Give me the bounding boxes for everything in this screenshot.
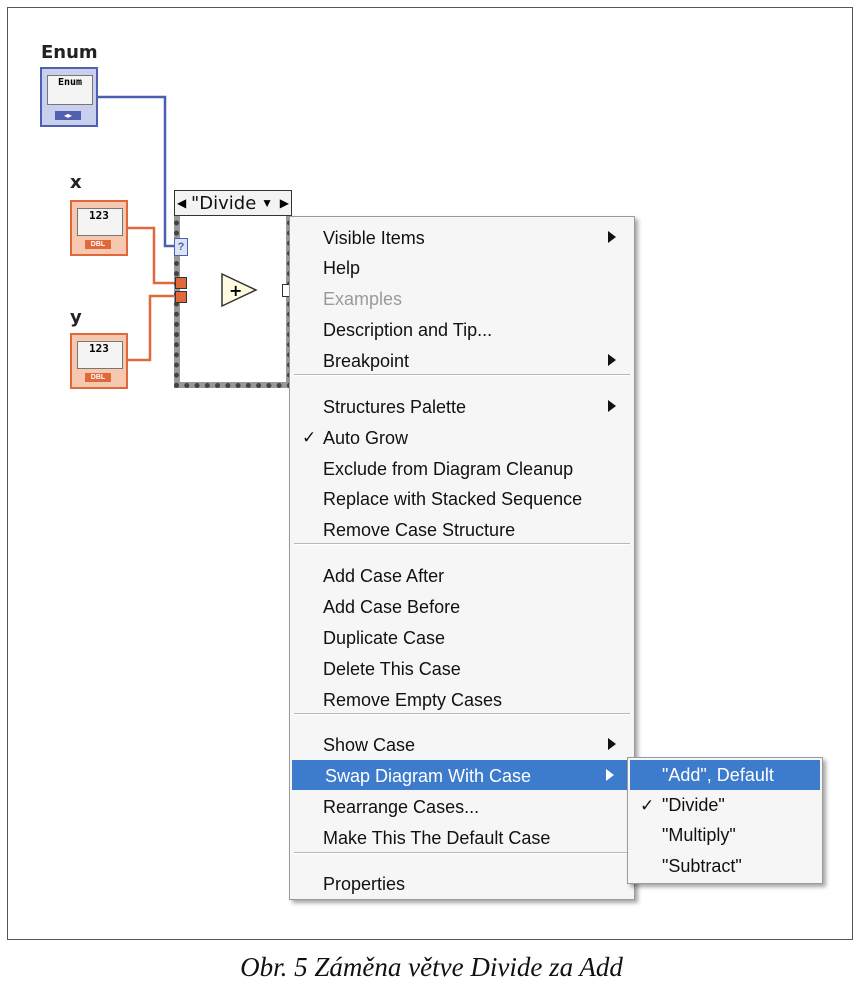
menu-item-structures-palette[interactable]: Structures Palette	[290, 391, 634, 421]
menu-item-label: Add Case Before	[323, 597, 461, 617]
checkmark-icon: ✓	[640, 796, 655, 815]
x-terminal[interactable]: 123 DBL	[70, 200, 128, 256]
menu-item-label: Show Case	[323, 735, 416, 755]
menu-item-label: Remove Case Structure	[323, 520, 516, 540]
menu-item-label: Help	[323, 258, 361, 278]
menu-item-duplicate-case[interactable]: Duplicate Case	[290, 622, 634, 652]
submenu-item-label: "Subtract"	[662, 856, 742, 876]
tunnel-y	[175, 291, 187, 303]
menu-item-label: Examples	[323, 289, 403, 309]
menu-item-visible-items[interactable]: Visible Items	[290, 222, 634, 252]
menu-item-label: Remove Empty Cases	[323, 690, 503, 710]
submenu-item-label: "Multiply"	[662, 825, 736, 845]
submenu-arrow-icon	[608, 400, 616, 412]
menu-item-add-case-after[interactable]: Add Case After	[290, 560, 634, 590]
menu-item-help[interactable]: Help	[290, 252, 634, 282]
submenu-arrow-icon	[608, 738, 616, 750]
menu-item-description-and-tip[interactable]: Description and Tip...	[290, 314, 634, 344]
menu-item-make-this-the-default-case[interactable]: Make This The Default Case	[290, 822, 634, 852]
enum-arrows-icon: ◂▸	[55, 111, 81, 120]
menu-item-label: Breakpoint	[323, 351, 410, 371]
menu-item-label: Visible Items	[323, 228, 425, 248]
x-wire	[128, 226, 176, 285]
selector-terminal-icon: ?	[174, 238, 188, 256]
menu-item-label: Description and Tip...	[323, 320, 493, 340]
menu-item-label: Duplicate Case	[323, 628, 446, 648]
enum-terminal[interactable]: Enum ◂▸	[40, 67, 98, 127]
increment-arrow-icon[interactable]: ▶	[279, 196, 289, 210]
enum-wire	[98, 95, 176, 248]
menu-item-label: Rearrange Cases...	[323, 797, 480, 817]
case-selector[interactable]: ◀ "Divide ▼ ▶	[174, 190, 292, 216]
x-type-badge: DBL	[85, 240, 111, 249]
menu-separator	[294, 374, 630, 376]
submenu-item-add-default[interactable]: "Add", Default	[630, 760, 820, 790]
menu-item-examples: Examples	[290, 283, 634, 313]
y-type-badge: DBL	[85, 373, 111, 382]
submenu-item-label: "Divide"	[662, 795, 725, 815]
menu-item-replace-with-stacked-sequence[interactable]: Replace with Stacked Sequence	[290, 483, 634, 513]
menu-item-label: Add Case After	[323, 566, 445, 586]
submenu-arrow-icon	[608, 354, 616, 366]
submenu-item-multiply[interactable]: "Multiply"	[630, 820, 820, 850]
menu-item-swap-diagram-with-case[interactable]: Swap Diagram With Case	[292, 760, 632, 790]
menu-item-label: Make This The Default Case	[323, 828, 551, 848]
menu-item-label: Replace with Stacked Sequence	[323, 489, 583, 509]
enum-terminal-text: Enum	[58, 77, 83, 88]
menu-item-delete-this-case[interactable]: Delete This Case	[290, 653, 634, 683]
figure-caption: Obr. 5 Záměna větve Divide za Add	[240, 952, 623, 982]
add-function-icon[interactable]: +	[220, 272, 260, 308]
menu-separator	[294, 543, 630, 545]
menu-item-breakpoint[interactable]: Breakpoint	[290, 345, 634, 375]
submenu-arrow-icon	[606, 769, 614, 781]
menu-item-label: Auto Grow	[323, 428, 409, 448]
menu-item-label: Delete This Case	[323, 659, 461, 679]
checkmark-icon: ✓	[302, 428, 317, 447]
y-terminal-text: 123	[89, 342, 109, 355]
svg-text:+: +	[229, 281, 242, 300]
y-terminal[interactable]: 123 DBL	[70, 333, 128, 389]
menu-item-label: Structures Palette	[323, 397, 467, 417]
x-label: x	[70, 172, 82, 193]
menu-item-label: Exclude from Diagram Cleanup	[323, 459, 574, 479]
menu-item-rearrange-cases[interactable]: Rearrange Cases...	[290, 791, 634, 821]
y-wire	[128, 294, 176, 362]
y-label: y	[70, 307, 82, 328]
submenu-arrow-icon	[608, 231, 616, 243]
menu-item-remove-empty-cases[interactable]: Remove Empty Cases	[290, 684, 634, 714]
decrement-arrow-icon[interactable]: ◀	[177, 196, 187, 210]
menu-item-remove-case-structure[interactable]: Remove Case Structure	[290, 514, 634, 544]
submenu-item-divide[interactable]: ✓ "Divide"	[630, 790, 820, 820]
menu-item-auto-grow[interactable]: ✓ Auto Grow	[290, 422, 634, 452]
menu-item-exclude-from-diagram-cleanup[interactable]: Exclude from Diagram Cleanup	[290, 453, 634, 483]
menu-item-label: Swap Diagram With Case	[325, 766, 532, 786]
enum-label: Enum	[41, 42, 98, 63]
submenu-item-subtract[interactable]: "Subtract"	[630, 851, 820, 881]
menu-item-properties[interactable]: Properties	[290, 868, 634, 898]
x-terminal-text: 123	[89, 209, 109, 222]
case-selector-value: "Divide	[191, 193, 257, 214]
menu-item-label: Properties	[323, 874, 406, 894]
submenu-item-label: "Add", Default	[662, 765, 774, 785]
swap-case-submenu: "Add", Default ✓ "Divide" "Multiply" "Subtra…	[627, 757, 823, 884]
tunnel-x	[175, 277, 187, 289]
dropdown-arrow-icon[interactable]: ▼	[261, 196, 273, 210]
menu-item-show-case[interactable]: Show Case	[290, 729, 634, 759]
menu-separator	[294, 852, 630, 854]
menu-separator	[294, 713, 630, 715]
menu-item-add-case-before[interactable]: Add Case Before	[290, 591, 634, 621]
